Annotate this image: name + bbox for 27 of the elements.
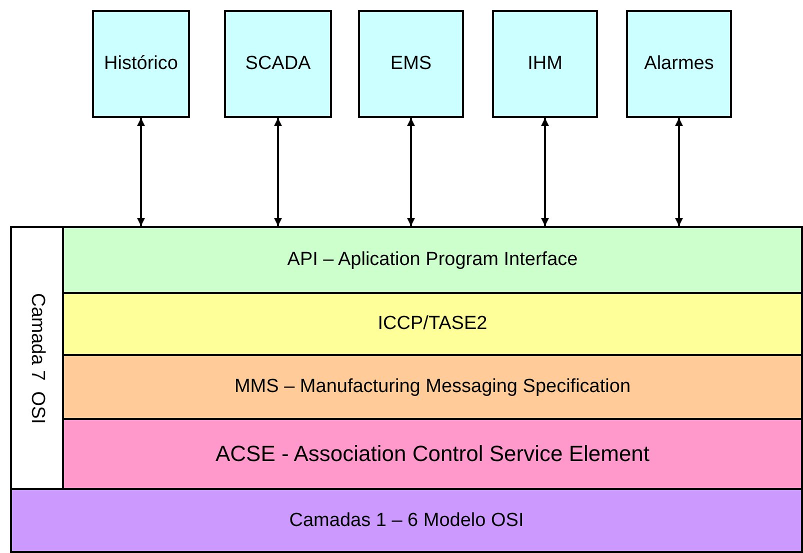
layer-name: ICCP/TASE2 bbox=[378, 313, 488, 335]
application-box bbox=[92, 10, 190, 118]
layer-name: Alarmes bbox=[644, 53, 714, 75]
protocol-layer bbox=[62, 354, 803, 420]
protocol-layer bbox=[10, 488, 803, 553]
protocol-layer bbox=[62, 292, 803, 356]
double-arrow bbox=[274, 118, 282, 226]
double-arrow bbox=[675, 118, 683, 226]
layer-name: EMS bbox=[390, 53, 432, 75]
double-arrow bbox=[137, 118, 145, 226]
layer-name: IHM bbox=[528, 53, 562, 75]
layer-name: Histórico bbox=[104, 53, 178, 75]
layer-name: API – Aplication Program Interface bbox=[287, 249, 578, 271]
application-box bbox=[224, 10, 332, 118]
layer-name: Camada 7 OSI bbox=[26, 292, 48, 424]
application-box bbox=[626, 10, 732, 118]
layer-side-label bbox=[10, 226, 64, 490]
application-box bbox=[492, 10, 598, 118]
protocol-layer bbox=[62, 226, 803, 294]
application-box bbox=[358, 10, 464, 118]
layer-name: SCADA bbox=[245, 53, 311, 75]
layer-name: Camadas 1 – 6 Modelo OSI bbox=[289, 510, 524, 532]
protocol-layer bbox=[62, 418, 803, 490]
layer-name: ACSE - Association Control Service Element bbox=[215, 441, 650, 467]
layer-name: MMS – Manufacturing Messaging Specification bbox=[234, 376, 631, 398]
double-arrow bbox=[541, 118, 549, 226]
double-arrow bbox=[407, 118, 415, 226]
